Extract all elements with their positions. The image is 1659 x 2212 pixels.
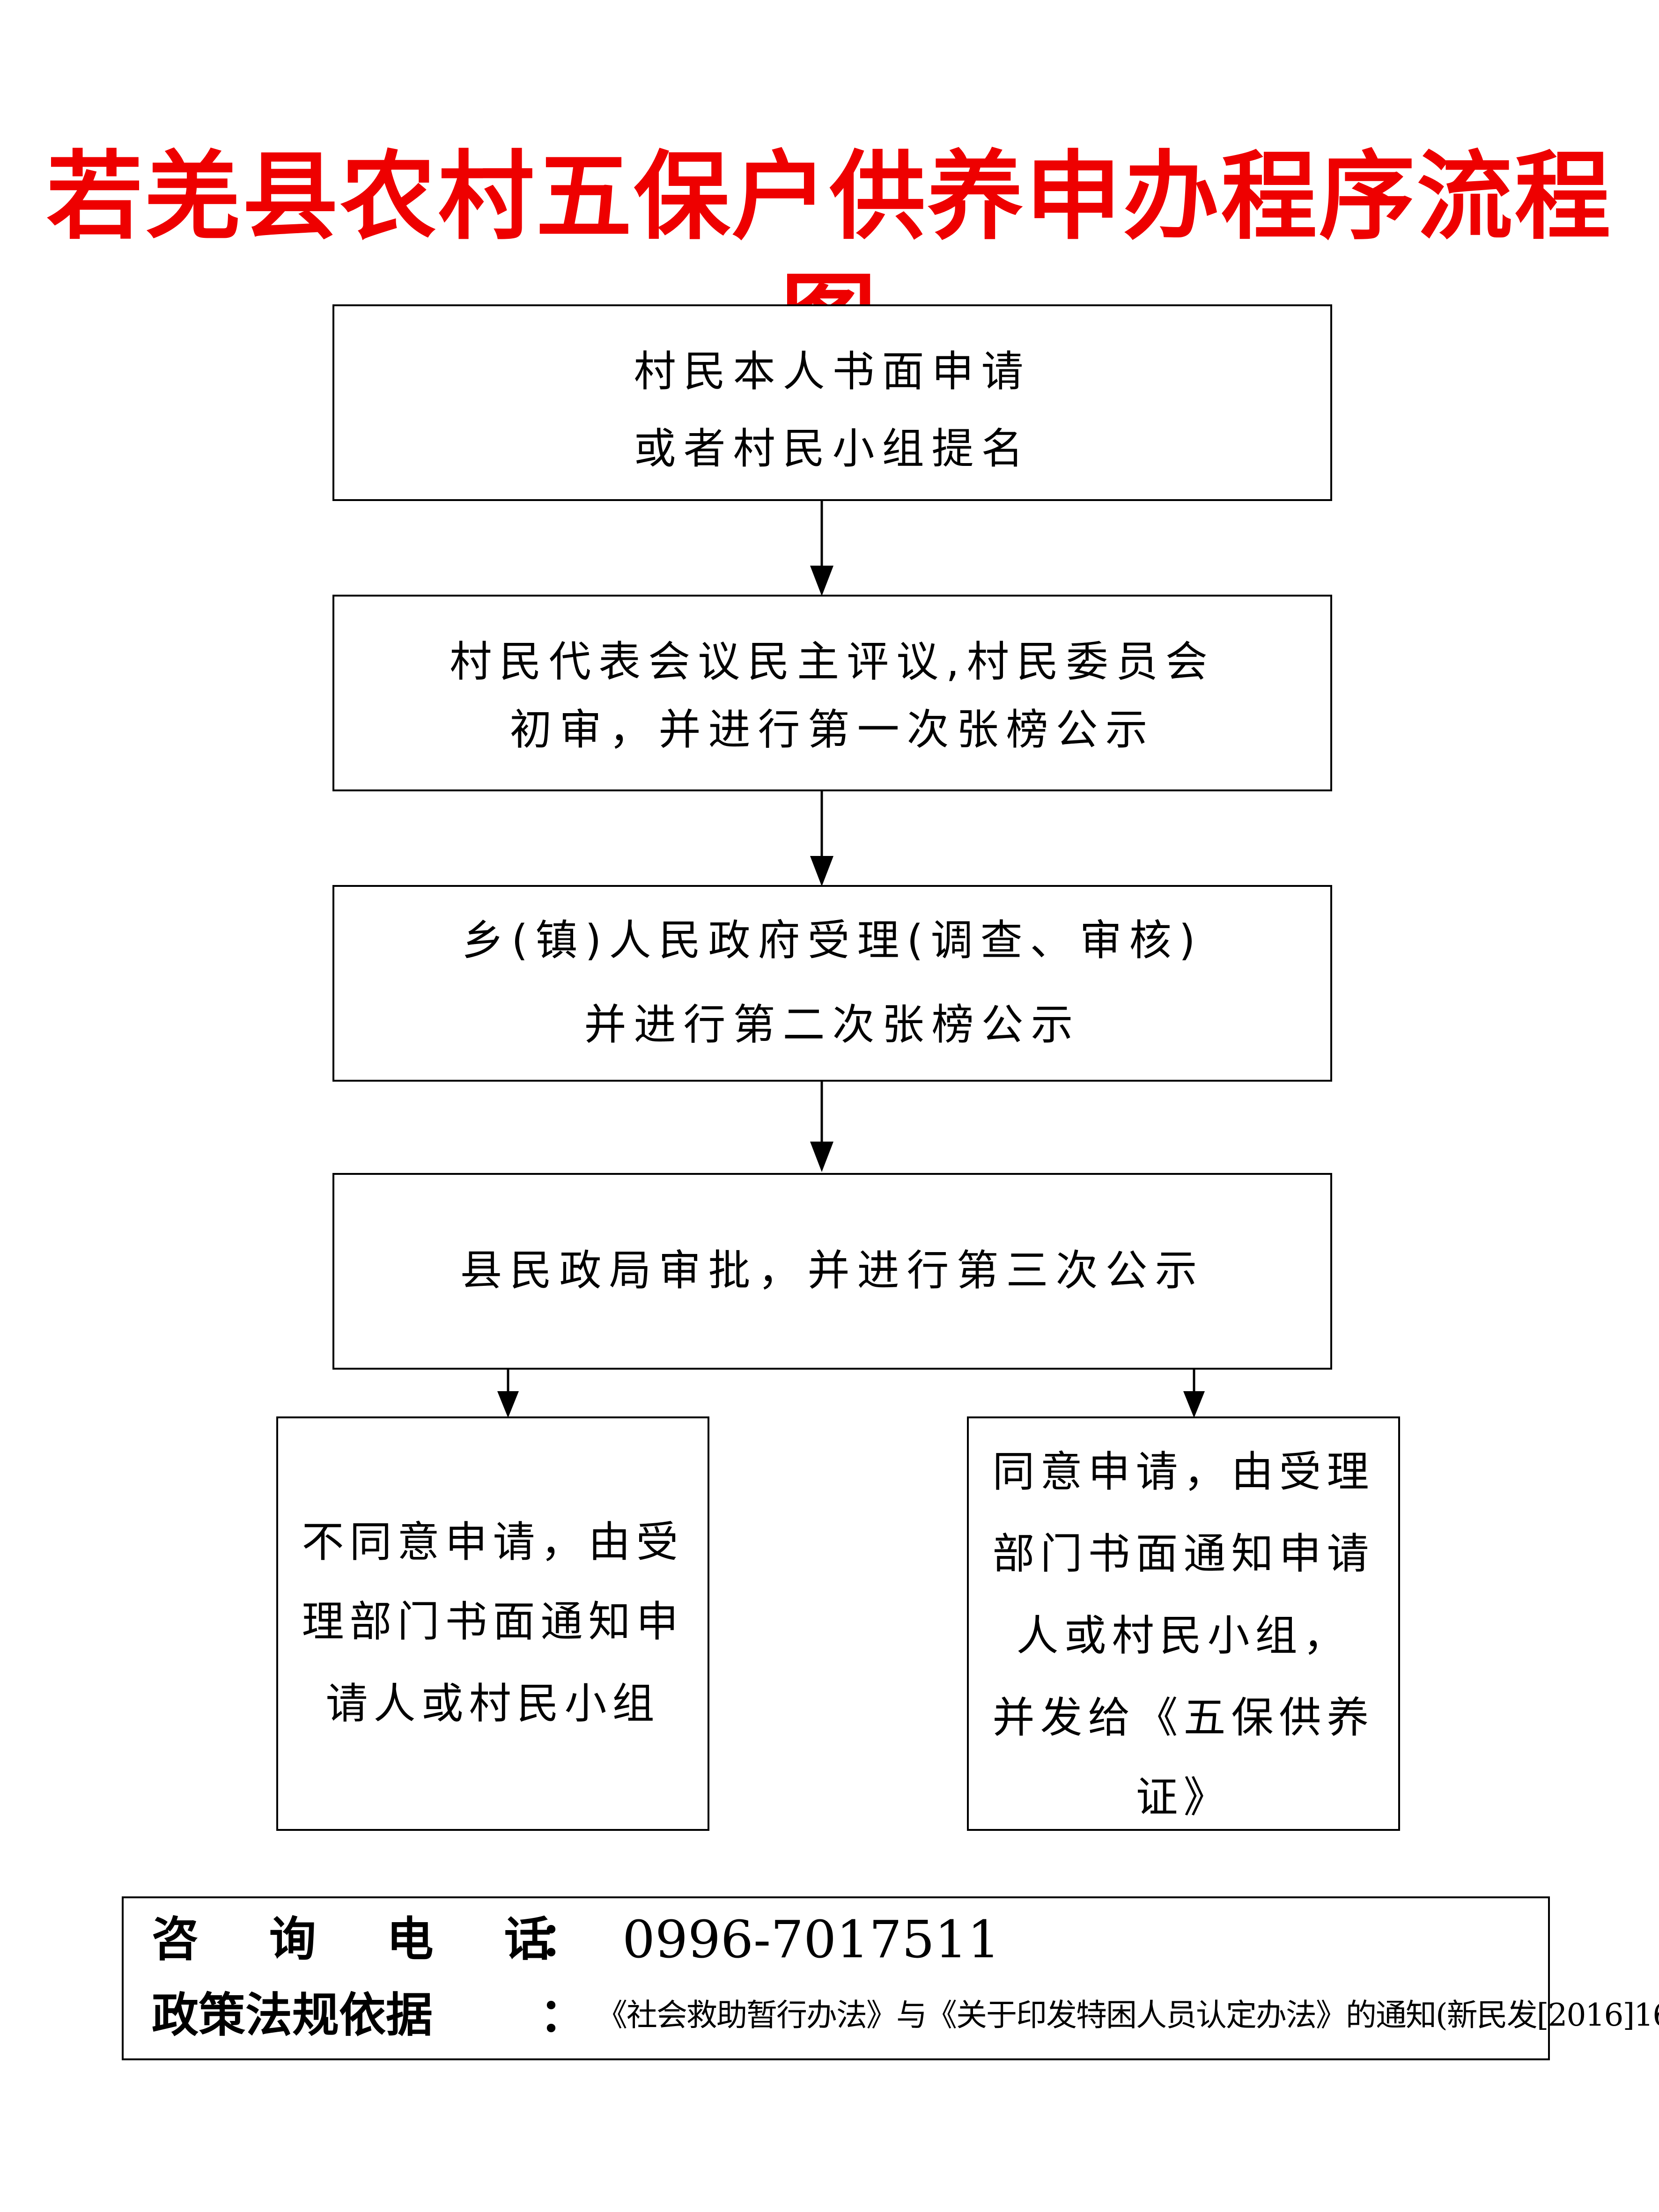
approve-line-2: 部门书面通知申请 (992, 1529, 1375, 1578)
policy-text: 《社会救助暂行办法》与《关于印发特困人员认定办法》的通知(新民发[2016]16… (597, 1997, 1659, 2033)
step-2-box: 村民代表会议民主评议,村民委员会 初审，并进行第一次张榜公示 (332, 595, 1332, 791)
step-2-line-1: 村民代表会议民主评议,村民委员会 (450, 637, 1215, 686)
approve-line-4: 并发给《五保供养 (992, 1693, 1375, 1742)
approve-box: 同意申请，由受理 部门书面通知申请 人或村民小组， 并发给《五保供养 证》 (967, 1416, 1400, 1831)
step-3-line-2: 并进行第二次张榜公示 (584, 1000, 1081, 1049)
reject-box: 不同意申请，由受 理部门书面通知申 请人或村民小组 (276, 1416, 709, 1831)
phone-number: 0996-7017511 (622, 1910, 1001, 1969)
arrow-to-approve (1183, 1369, 1205, 1418)
step-4-box: 县民政局审批，并进行第三次公示 (332, 1173, 1332, 1370)
reject-line-3: 请人或村民小组 (325, 1679, 660, 1728)
info-footer: 咨 询 电 话 ： 0996-7017511 政策法规依据 ： 《社会救助暂行办… (122, 1896, 1659, 2060)
arrow-step-2-to-3 (810, 790, 833, 886)
step-1-box: 村民本人书面申请 或者村民小组提名 (332, 304, 1332, 501)
reject-line-1: 不同意申请，由受 (302, 1518, 684, 1567)
arrow-to-reject (497, 1369, 519, 1418)
approve-line-1: 同意申请，由受理 (992, 1447, 1375, 1497)
step-3-box: 乡(镇)人民政府受理(调查、审核) 并进行第二次张榜公示 (332, 885, 1332, 1082)
phone-colon: ： (539, 1912, 586, 1967)
step-4-line-1: 县民政局审批，并进行第三次公示 (460, 1246, 1205, 1295)
approve-line-3: 人或村民小组， (1016, 1611, 1351, 1660)
policy-label: 政策法规依据 (152, 1988, 433, 2042)
reject-line-2: 理部门书面通知申 (302, 1597, 684, 1646)
step-3-line-1: 乡(镇)人民政府受理(调查、审核) (462, 916, 1203, 965)
approve-line-5: 证》 (1135, 1773, 1231, 1822)
arrow-step-1-to-2 (810, 500, 833, 596)
arrow-step-3-to-4 (810, 1081, 833, 1172)
step-1-line-2: 或者村民小组提名 (634, 424, 1031, 473)
step-1-line-1: 村民本人书面申请 (634, 347, 1031, 396)
phone-label: 咨 询 电 话 (152, 1912, 578, 1967)
policy-colon: ： (539, 1988, 586, 2042)
step-2-line-2: 初审，并进行第一次张榜公示 (509, 705, 1155, 754)
